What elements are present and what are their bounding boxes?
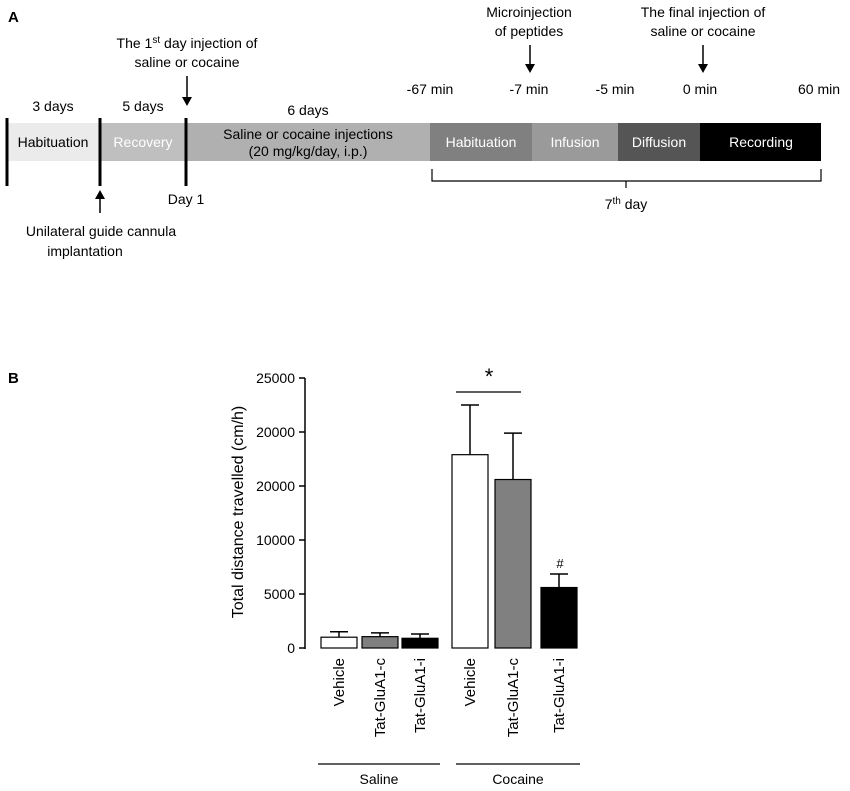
segment-label-diffusion: Diffusion	[632, 134, 686, 150]
bar	[451, 454, 489, 649]
first-injection-line1: The 1st day injection of	[117, 35, 258, 52]
cannula-line2: implantation	[47, 243, 123, 259]
bar	[320, 636, 358, 649]
cannula-line1: Unilateral guide cannula	[26, 223, 176, 239]
bar	[494, 478, 532, 649]
bar-chart: Total distance travelled (cm/h) 0 5000 100…	[230, 370, 578, 738]
group-label-saline: Saline	[360, 771, 399, 787]
day-1-label: Day 1	[168, 191, 205, 207]
segment-label-injections-dose: (20 mg/kg/day, i.p.)	[249, 143, 368, 159]
x-tick-label: Tat-GluA1-i	[551, 658, 568, 733]
segment-recovery	[100, 123, 186, 161]
bars	[320, 404, 578, 649]
segment-label-injections: Saline or cocaine injections	[223, 126, 393, 142]
segment-habituation-2	[430, 123, 532, 161]
microinjection-line1: Microinjection	[486, 4, 572, 20]
x-tick-label: Tat-GluA1-c	[505, 658, 522, 738]
segment-label-habituation-2: Habituation	[446, 134, 517, 150]
segment-label-recovery: Recovery	[113, 134, 172, 150]
panel-b-label: B	[8, 370, 19, 387]
y-axis-title: Total distance travelled (cm/h)	[230, 406, 247, 619]
cannula-arrow	[95, 190, 105, 213]
first-injection-line2: saline or cocaine	[134, 54, 239, 70]
y-tick-label: 20000	[256, 424, 295, 440]
bar	[401, 637, 439, 649]
group-label-cocaine: Cocaine	[492, 771, 544, 787]
y-tick-label: 25000	[256, 370, 295, 386]
segment-habituation-1	[6, 123, 100, 161]
microinjection-arrow	[525, 45, 535, 73]
final-injection-line2: saline or cocaine	[650, 23, 755, 39]
bar	[361, 636, 399, 649]
segment-diffusion	[618, 123, 700, 161]
panel-a-label: A	[8, 9, 19, 26]
segment-label-recording: Recording	[729, 134, 793, 150]
x-tick-label: Tat-GluA1-i	[412, 658, 429, 733]
duration-3-days: 3 days	[32, 98, 73, 114]
bar	[540, 586, 578, 649]
time-point-minus-67: -67 min	[407, 81, 454, 97]
time-point-zero: 0 min	[683, 81, 717, 97]
final-injection-line1: The final injection of	[641, 4, 766, 20]
y-tick-label: 20000	[256, 478, 295, 494]
significance-star: *	[485, 364, 494, 389]
timeline-separators	[5, 118, 188, 186]
microinjection-line2: of peptides	[495, 23, 564, 39]
day-7-label: 7th day	[605, 196, 648, 213]
x-tick-label: Tat-GluA1-c	[372, 658, 389, 738]
segment-label-habituation-1: Habituation	[18, 134, 89, 150]
y-ticks: 0 5000 10000 20000 20000 25000	[256, 370, 305, 656]
duration-5-days: 5 days	[122, 98, 163, 114]
final-injection-arrow	[698, 45, 708, 73]
segment-recording	[700, 123, 821, 161]
x-tick-label: Vehicle	[331, 658, 348, 706]
x-tick-label: Vehicle	[462, 658, 479, 706]
y-tick-label: 10000	[256, 532, 295, 548]
segment-injections	[186, 123, 430, 161]
duration-6-days: 6 days	[287, 102, 328, 118]
x-labels: Vehicle Tat-GluA1-c Tat-GluA1-i Vehicle Tat-…	[331, 658, 568, 738]
segment-infusion	[532, 123, 618, 161]
first-injection-arrow	[182, 76, 192, 106]
timeline-bar	[6, 123, 821, 161]
time-point-minus-5: -5 min	[596, 81, 635, 97]
y-tick-label: 5000	[264, 586, 295, 602]
day-7-bracket	[431, 169, 822, 182]
time-point-60: 60 min	[798, 81, 840, 97]
hash-mark: #	[556, 556, 564, 571]
y-tick-label: 0	[287, 640, 295, 656]
segment-label-infusion: Infusion	[550, 134, 599, 150]
time-point-minus-7: -7 min	[510, 81, 549, 97]
